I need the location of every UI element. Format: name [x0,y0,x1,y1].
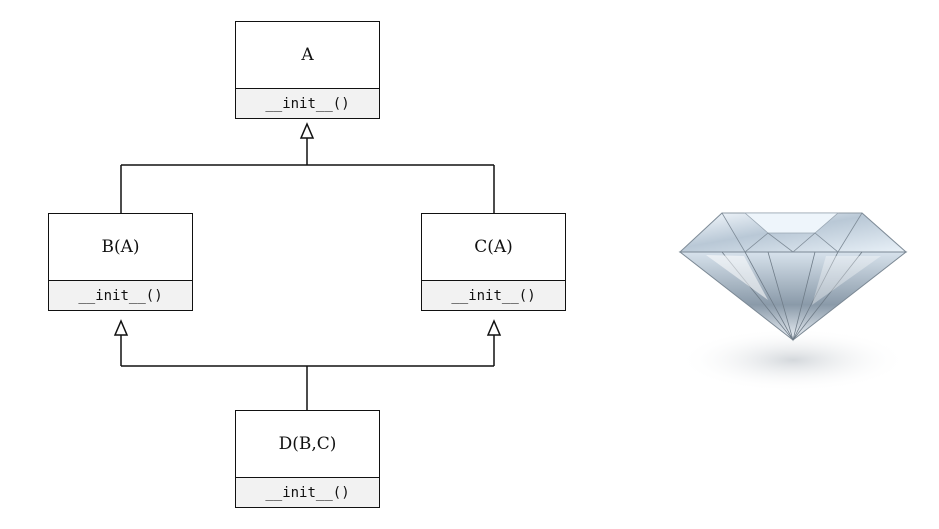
inheritance-arrow-b [113,319,129,336]
inheritance-arrow-a [299,122,315,139]
class-box-c: C(A) __init__() [421,213,566,311]
class-name: A [236,22,379,89]
diamond-highlight [812,256,881,305]
diamond-highlight [706,255,768,300]
class-name: B(A) [49,214,192,281]
class-method: __init__() [236,89,379,118]
class-method: __init__() [422,281,565,310]
class-name: C(A) [422,214,565,281]
inheritance-arrow-c [486,319,502,336]
diamond-facet [792,251,863,341]
class-box-d: D(B,C) __init__() [235,410,380,508]
class-box-a: A __init__() [235,21,380,119]
class-name: D(B,C) [236,411,379,478]
diamond-shadow [678,328,908,392]
class-method: __init__() [49,281,192,310]
class-box-b: B(A) __init__() [48,213,193,311]
diamond-pavilion [678,251,908,341]
class-method: __init__() [236,478,379,507]
